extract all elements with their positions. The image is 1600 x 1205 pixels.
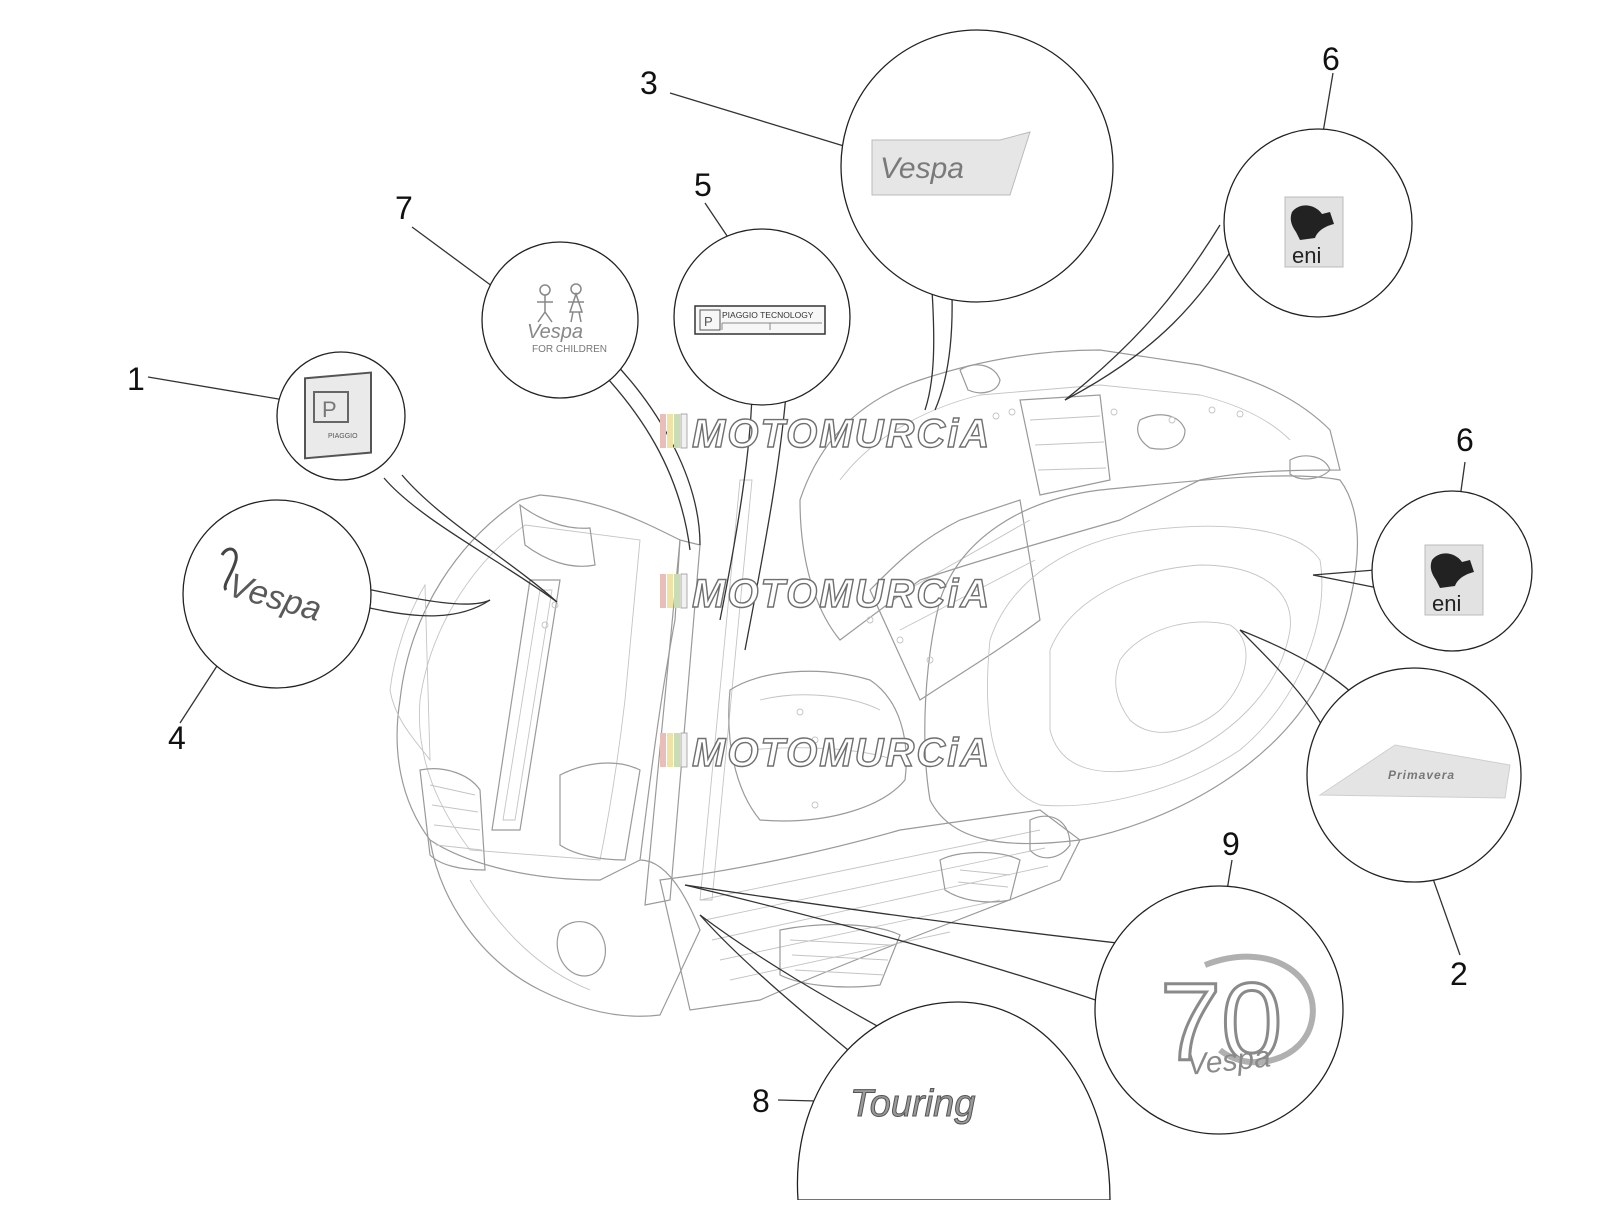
bubble-9 [1094, 885, 1344, 1135]
callout-4: 4 [168, 720, 186, 756]
primavera-decal: Primavera [1318, 744, 1511, 799]
svg-text:P: P [322, 397, 337, 422]
piaggio-badge-label: PIAGGIO [328, 433, 358, 440]
callout-2: 2 [1450, 956, 1468, 992]
callout-9: 9 [1222, 826, 1240, 862]
callout-3: 3 [640, 65, 658, 101]
vespa-for-children-logo: Vespa FOR CHILDREN [527, 283, 607, 355]
bubble-4 [182, 499, 372, 689]
eni-text-2: eni [1432, 591, 1461, 616]
callout-5: 5 [694, 167, 712, 203]
vespa-side-decal: Vespa [871, 131, 1031, 196]
watermark-text-1: MOTOMURCiA [692, 412, 991, 456]
callout-7: 7 [395, 190, 413, 226]
for-children-text: FOR CHILDREN [532, 344, 607, 355]
eni-logo-icon-1: eni [1284, 196, 1344, 268]
watermark-text-2: MOTOMURCiA [692, 572, 991, 616]
eni-logo-icon-2: eni [1424, 544, 1484, 616]
scooter-body-drawing [389, 349, 1359, 1017]
watermark-2: MOTOMURCiA [660, 571, 991, 617]
callout-1: 1 [127, 361, 145, 397]
callout-6-top: 6 [1322, 41, 1340, 77]
callout-numbers: 1 2 3 4 5 6 6 7 8 9 [127, 41, 1474, 1119]
watermark-3: MOTOMURCiA [660, 730, 991, 776]
piaggio-badge-icon: P PIAGGIO [304, 371, 372, 460]
touring-logo: Touring [850, 1083, 976, 1126]
callout-8: 8 [752, 1083, 770, 1119]
eni-text-1: eni [1292, 243, 1321, 268]
piaggio-tecnology-text: PIAGGIO TECNOLOGY [722, 310, 814, 320]
bubble-7 [481, 241, 639, 399]
detail-bubbles [182, 29, 1533, 1201]
svg-text:P: P [704, 314, 713, 329]
vespa-script-text-3: Vespa [880, 152, 964, 185]
vespa-script-text-7: Vespa [527, 321, 583, 343]
primavera-text: Primavera [1388, 768, 1455, 782]
piaggio-tecnology-plate: P PIAGGIO TECNOLOGY [694, 305, 826, 335]
touring-text: Touring [850, 1083, 975, 1125]
watermark-text-3: MOTOMURCiA [692, 731, 991, 775]
callout-6-right: 6 [1456, 422, 1474, 458]
watermark-1: MOTOMURCiA [660, 411, 991, 457]
vespa-70-logo: 70 Vespa [1159, 953, 1316, 1086]
bubble-8 [796, 1001, 1111, 1201]
